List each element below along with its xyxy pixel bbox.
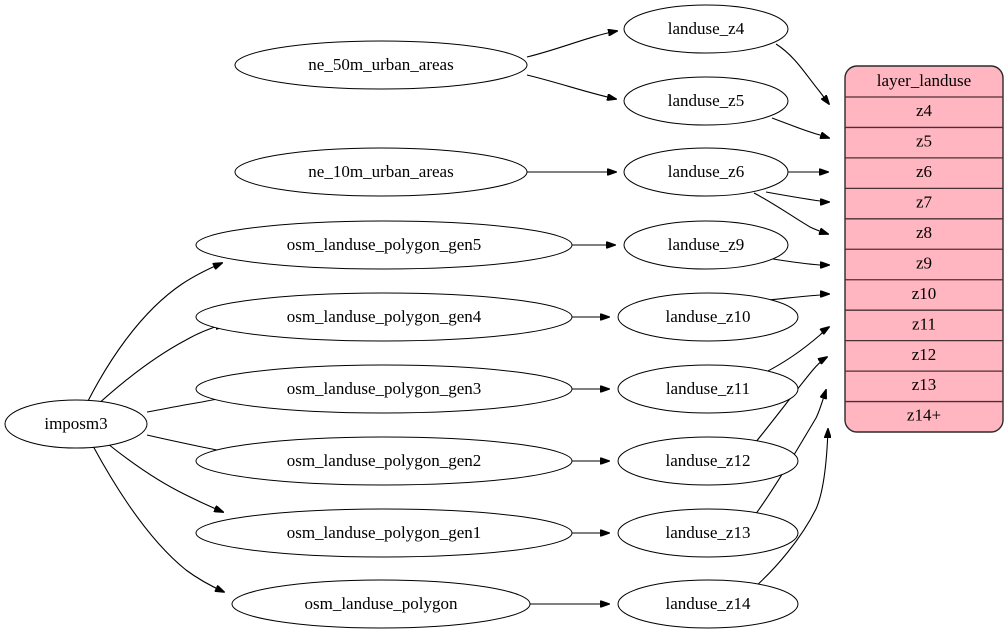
- node-shape-osm_landuse_polygon_gen4: [195, 292, 573, 342]
- edge-landuse_z12-to-row_z12: [754, 357, 827, 444]
- node-landuse_z6[interactable]: landuse_z6: [623, 147, 789, 197]
- edge-landuse_z10-to-row_z10: [768, 294, 829, 301]
- node-ne_10m_urban_areas[interactable]: ne_10m_urban_areas: [234, 147, 528, 197]
- edge-imposm3-to-osm_landuse_polygon_gen1: [107, 443, 223, 512]
- node-shape-landuse_z5: [623, 76, 789, 126]
- node-osm_landuse_polygon_gen1[interactable]: osm_landuse_polygon_gen1: [195, 508, 573, 558]
- node-landuse_z9[interactable]: landuse_z9: [623, 220, 789, 270]
- node-landuse_z5[interactable]: landuse_z5: [623, 76, 789, 126]
- node-landuse_z10[interactable]: landuse_z10: [617, 292, 799, 342]
- edge-landuse_z5-to-row_z5: [771, 117, 829, 138]
- edge-landuse_z6-to-row_z8: [753, 192, 828, 234]
- edge-ne_50m_urban_areas-to-landuse_z4: [526, 31, 617, 58]
- node-shape-landuse_z14: [617, 579, 799, 629]
- node-landuse_z4[interactable]: landuse_z4: [623, 4, 789, 54]
- edge-landuse_z13-to-row_z13: [754, 390, 826, 516]
- edge-landuse_z6-to-row_z7: [765, 191, 829, 202]
- edge-landuse_z9-to-row_z9: [772, 258, 829, 265]
- edge-imposm3-to-osm_landuse_polygon_gen4: [95, 324, 224, 407]
- node-shape-landuse_z4: [623, 4, 789, 54]
- node-landuse_z14[interactable]: landuse_z14: [617, 579, 799, 629]
- node-shape-osm_landuse_polygon_gen5: [195, 220, 573, 270]
- node-landuse_z11[interactable]: landuse_z11: [617, 364, 799, 414]
- node-landuse_z12[interactable]: landuse_z12: [617, 436, 799, 486]
- node-shape-ne_50m_urban_areas: [234, 40, 528, 90]
- edges-layer: [87, 31, 829, 604]
- node-osm_landuse_polygon[interactable]: osm_landuse_polygon: [231, 579, 531, 629]
- node-shape-ne_10m_urban_areas: [234, 147, 528, 197]
- node-shape-landuse_z9: [623, 220, 789, 270]
- node-osm_landuse_polygon_gen4[interactable]: osm_landuse_polygon_gen4: [195, 292, 573, 342]
- edge-imposm3-to-osm_landuse_polygon: [92, 445, 224, 592]
- edge-imposm3-to-osm_landuse_polygon_gen5: [87, 263, 222, 402]
- edge-ne_50m_urban_areas-to-landuse_z5: [526, 74, 616, 99]
- edge-landuse_z11-to-row_z11: [763, 327, 829, 374]
- node-shape-osm_landuse_polygon: [231, 579, 531, 629]
- node-shape-landuse_z11: [617, 364, 799, 414]
- node-shape-landuse_z10: [617, 292, 799, 342]
- node-ne_50m_urban_areas[interactable]: ne_50m_urban_areas: [234, 40, 528, 90]
- node-shape-landuse_z6: [623, 147, 789, 197]
- edge-landuse_z14-to-row_z14: [755, 429, 828, 587]
- layer-landuse-table: layer_landusez4z5z6z7z8z9z10z11z12z13z14…: [844, 65, 1004, 433]
- node-shape-osm_landuse_polygon_gen1: [195, 508, 573, 558]
- node-osm_landuse_polygon_gen5[interactable]: osm_landuse_polygon_gen5: [195, 220, 573, 270]
- nodes-layer: imposm3 ne_50m_urban_areas ne_10m_urban_ar…: [4, 4, 799, 629]
- node-shape-osm_landuse_polygon_gen2: [195, 436, 573, 486]
- node-landuse_z13[interactable]: landuse_z13: [617, 508, 799, 558]
- node-osm_landuse_polygon_gen2[interactable]: osm_landuse_polygon_gen2: [195, 436, 573, 486]
- node-shape-landuse_z12: [617, 436, 799, 486]
- edge-landuse_z4-to-row_z4: [775, 43, 829, 104]
- node-shape-osm_landuse_polygon_gen3: [195, 364, 573, 414]
- node-osm_landuse_polygon_gen3[interactable]: osm_landuse_polygon_gen3: [195, 364, 573, 414]
- node-shape-imposm3: [4, 399, 148, 449]
- node-imposm3[interactable]: imposm3: [4, 399, 148, 449]
- node-shape-landuse_z13: [617, 508, 799, 558]
